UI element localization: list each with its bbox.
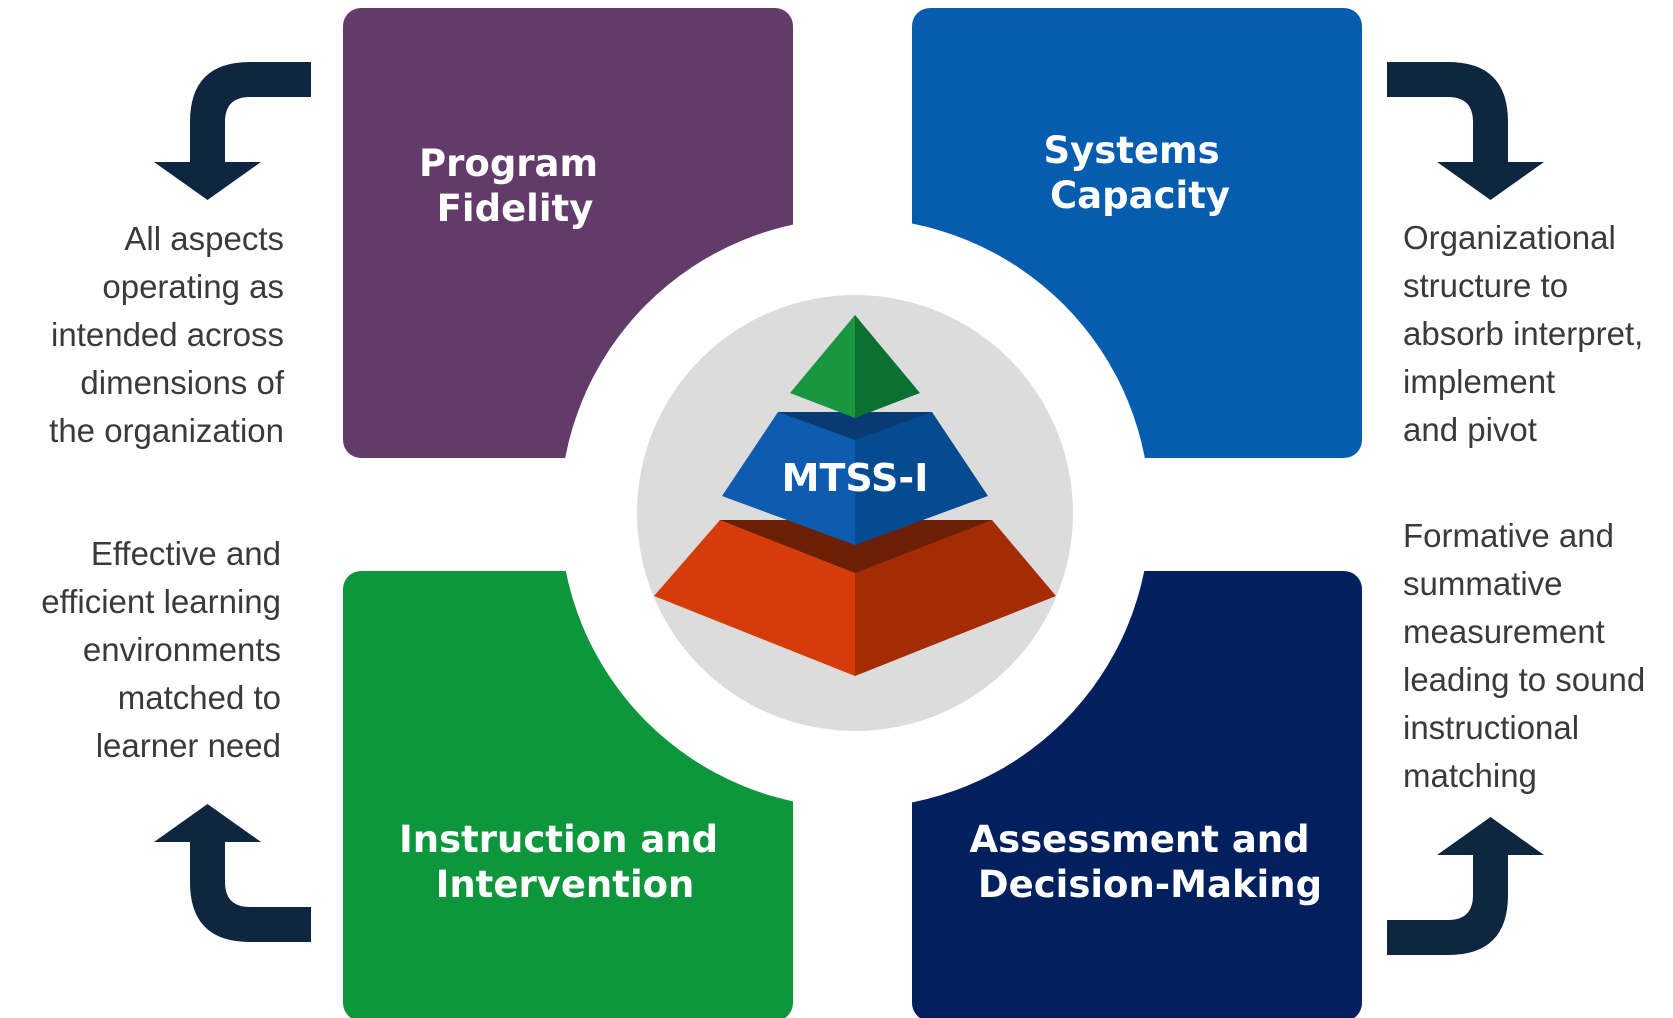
description-line: dimensions of — [80, 364, 284, 401]
systems-capacity-box — [912, 8, 1362, 458]
program-fidelity-description: All aspects operating as intended across… — [49, 215, 284, 455]
assessment-decision-box — [912, 571, 1362, 1018]
systems-capacity-description: Organizational structure to absorb inter… — [1403, 214, 1643, 454]
pyramid-top-right — [855, 315, 920, 418]
pyramid-icon — [654, 315, 1056, 676]
bottom-left-arrow — [154, 804, 311, 942]
description-line: implement — [1403, 363, 1556, 400]
description-line: intended across — [51, 316, 284, 353]
description-line: learner need — [95, 727, 281, 764]
instruction-intervention-box — [343, 571, 793, 1018]
bottom-right-arrow — [1387, 817, 1544, 955]
description-line: and pivot — [1403, 411, 1537, 448]
description-line: leading to sound — [1403, 661, 1646, 698]
top-left-arrow — [154, 62, 311, 200]
systems-capacity-title: Systems Capacity — [1043, 129, 1232, 217]
instruction-intervention-title: Instruction and Intervention — [399, 818, 731, 906]
description-line: absorb interpret, — [1403, 315, 1644, 352]
top-right-arrow — [1387, 62, 1544, 200]
description-line: structure to — [1403, 267, 1569, 304]
assessment-decision-title: Assessment and Decision-Making — [969, 818, 1322, 906]
instruction-intervention-description: Effective and efficient learning environ… — [41, 530, 281, 770]
pyramid-top-left — [790, 315, 855, 418]
program-fidelity-box — [343, 8, 793, 458]
description-line: environments — [82, 631, 281, 668]
assessment-decision-description: Formative and summative measurement lead… — [1403, 512, 1645, 800]
pyramid-middle-right — [855, 412, 988, 545]
description-line: Organizational — [1403, 219, 1616, 256]
description-line: All aspects — [124, 220, 284, 257]
description-line: measurement — [1403, 613, 1605, 650]
description-line: Formative and — [1403, 517, 1614, 554]
pyramid-bottom-left — [654, 520, 855, 676]
description-line: matched to — [117, 679, 281, 716]
pyramid-middle-left — [722, 412, 855, 545]
description-line: Effective and — [90, 535, 281, 572]
description-line: efficient learning — [41, 583, 281, 620]
program-fidelity-title: Program Fidelity — [419, 142, 611, 230]
description-line: the organization — [49, 412, 284, 449]
center-label: MTSS-I — [782, 456, 929, 500]
description-line: instructional — [1403, 709, 1580, 746]
description-line: operating as — [102, 268, 284, 305]
description-line: summative — [1403, 565, 1563, 602]
description-line: matching — [1403, 757, 1537, 794]
pyramid-bottom-right — [855, 520, 1056, 676]
